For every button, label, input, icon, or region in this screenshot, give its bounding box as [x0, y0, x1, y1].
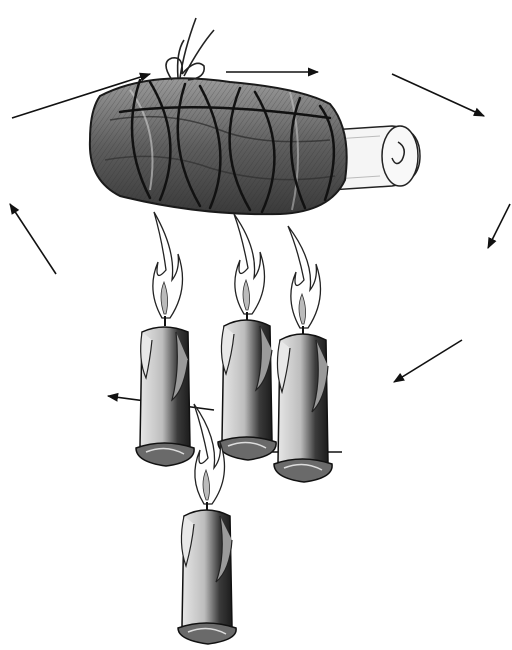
arrow-upper-right-icon	[392, 74, 484, 116]
scroll-wrapping	[90, 78, 347, 214]
arrow-left-up-icon	[10, 204, 56, 274]
bound-scroll	[90, 18, 420, 214]
candle-back-right	[274, 226, 332, 482]
flame-icon	[288, 226, 321, 328]
twine-knot	[166, 18, 214, 80]
flame-icon	[234, 214, 265, 314]
candle-back-middle	[218, 214, 276, 460]
flame-icon	[194, 404, 225, 504]
arrow-lower-right-icon	[394, 340, 462, 382]
arrow-right-down-icon	[488, 204, 510, 248]
candle-back-left	[136, 212, 194, 466]
flame-icon	[153, 212, 183, 318]
